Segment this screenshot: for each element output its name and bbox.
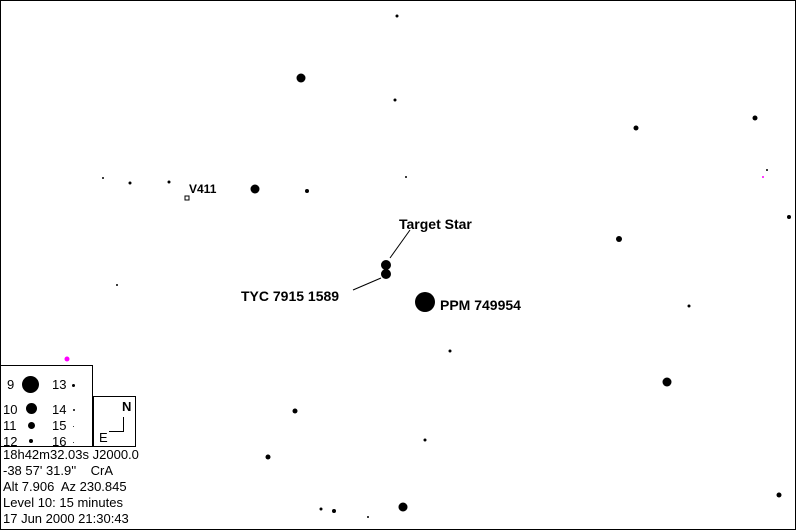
legend-dot-15 <box>73 426 74 427</box>
star[interactable] <box>128 181 132 185</box>
star[interactable] <box>305 189 309 193</box>
legend-mag-9: 9 <box>7 377 15 392</box>
level-readout: Level 10: 15 minutes <box>3 495 123 510</box>
star[interactable] <box>398 502 408 512</box>
star[interactable] <box>687 304 691 308</box>
star[interactable] <box>102 177 104 179</box>
magnitude-legend: 9 13 10 14 11 15 12 16 <box>1 365 93 449</box>
compass-north: N <box>122 399 132 414</box>
label-ppm-star[interactable]: PPM 749954 <box>440 297 521 313</box>
legend-mag-11: 11 <box>3 418 17 433</box>
legend-mag-16: 16 <box>52 434 67 449</box>
compass-east-line <box>109 431 124 432</box>
legend-dot-10 <box>26 403 37 414</box>
star[interactable] <box>393 98 397 102</box>
datetime-readout: 17 Jun 2000 21:30:43 <box>3 511 129 526</box>
label-v411[interactable]: V411 <box>189 182 217 196</box>
star[interactable] <box>116 284 118 286</box>
highlighted-object[interactable] <box>64 356 70 362</box>
dec-readout: -38 57' 31.9'' CrA <box>3 463 114 478</box>
star[interactable] <box>616 236 622 242</box>
star[interactable] <box>405 176 407 178</box>
star[interactable] <box>265 454 271 460</box>
legend-dot-11 <box>28 422 35 429</box>
star[interactable] <box>381 260 391 270</box>
star[interactable] <box>292 408 298 414</box>
star[interactable] <box>662 377 672 387</box>
star[interactable] <box>381 269 391 279</box>
legend-mag-10: 10 <box>3 402 18 417</box>
star[interactable] <box>787 215 791 219</box>
tyc-leader-line <box>352 277 382 291</box>
legend-mag-14: 14 <box>52 402 67 417</box>
star[interactable] <box>332 509 336 513</box>
star[interactable] <box>752 115 758 121</box>
star[interactable] <box>766 169 768 171</box>
legend-mag-12: 12 <box>3 434 18 449</box>
star[interactable] <box>250 184 260 194</box>
legend-dot-14 <box>73 409 75 411</box>
legend-dot-16 <box>73 442 74 443</box>
star[interactable] <box>367 516 369 518</box>
compass-rose: N E <box>93 396 136 447</box>
legend-dot-13 <box>72 384 75 387</box>
star[interactable] <box>448 349 452 353</box>
star[interactable] <box>319 507 323 511</box>
legend-dot-12 <box>29 439 33 443</box>
legend-mag-13: 13 <box>52 377 67 392</box>
label-target-star[interactable]: Target Star <box>399 216 472 232</box>
star[interactable] <box>296 73 306 83</box>
variable-star-v411[interactable] <box>184 195 190 201</box>
star[interactable] <box>776 492 782 498</box>
star[interactable] <box>167 180 171 184</box>
legend-mag-15: 15 <box>52 418 67 433</box>
star[interactable] <box>395 14 399 18</box>
compass-east: E <box>99 430 108 445</box>
star[interactable] <box>415 292 435 312</box>
compass-north-line <box>123 417 124 432</box>
legend-dot-9 <box>22 376 39 393</box>
highlighted-object[interactable] <box>762 176 764 178</box>
star[interactable] <box>633 125 639 131</box>
target-leader-line <box>389 229 411 259</box>
label-tyc-star[interactable]: TYC 7915 1589 <box>241 288 340 304</box>
info-panel: 18h42m32.03s J2000.0 -38 57' 31.9'' CrA … <box>1 447 181 527</box>
star[interactable] <box>423 438 427 442</box>
ra-readout: 18h42m32.03s J2000.0 <box>3 447 139 462</box>
altaz-readout: Alt 7.906 Az 230.845 <box>3 479 127 494</box>
